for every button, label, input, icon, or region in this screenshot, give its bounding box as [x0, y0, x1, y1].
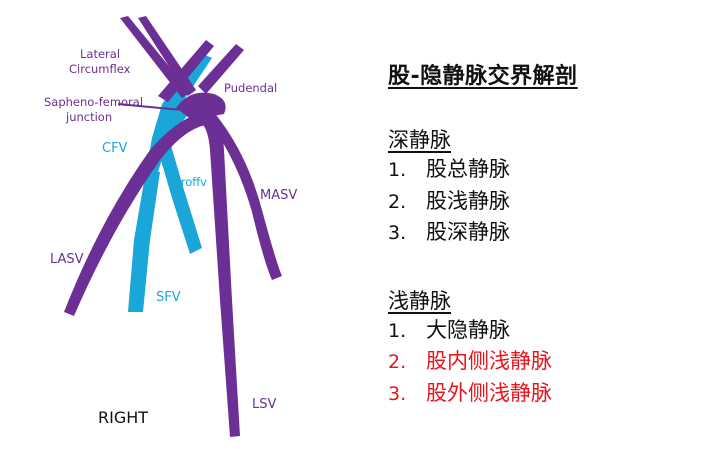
tributary-vein-3	[158, 40, 214, 102]
vein-anatomy-diagram: Lateral Circumflex Pudendal Sapheno-femo…	[44, 16, 297, 437]
sfv-vessel	[128, 170, 160, 312]
label-lateral-line2: Circumflex	[69, 62, 131, 76]
list-item: 2. 股内侧浅静脉	[388, 346, 703, 378]
list-number: 3.	[388, 222, 407, 244]
list-item: 2. 股浅静脉	[388, 186, 703, 218]
label-lsv: LSV	[252, 397, 276, 412]
label-lasv: LASV	[50, 252, 84, 267]
label-sfj-line1: Sapheno-femoral	[44, 95, 143, 109]
list-item: 1. 大隐静脉	[388, 315, 703, 347]
proffv-vessel	[158, 142, 202, 254]
list-text: 股浅静脉	[426, 188, 510, 213]
sfj-pointer-line	[117, 103, 183, 111]
list-item: 3. 股外侧浅静脉	[388, 378, 703, 410]
label-proffv: Proffv	[174, 175, 207, 189]
list-number: 3.	[388, 382, 407, 405]
label-side-right: RIGHT	[98, 408, 148, 427]
list-text: 股外侧浅静脉	[426, 380, 552, 405]
list-number: 2.	[388, 351, 407, 373]
masv-vessel	[206, 110, 282, 280]
list-text: 大隐静脉	[426, 317, 510, 342]
list-text: 股内侧浅静脉	[426, 349, 552, 373]
superficial-veins	[64, 16, 282, 437]
label-masv: MASV	[260, 188, 297, 203]
notes-panel: 股-隐静脉交界解剖 深静脉 1. 股总静脉 2. 股浅静脉 3. 股深静脉 浅静脉 1…	[388, 58, 703, 409]
list-item: 1. 股总静脉	[388, 154, 703, 186]
label-sfj-line2: junction	[65, 110, 112, 124]
list-text: 股深静脉	[426, 220, 510, 244]
list-number: 1.	[388, 319, 407, 342]
label-cfv: CFV	[102, 141, 128, 156]
lsv-vessel	[196, 112, 240, 437]
list-number: 2.	[388, 190, 407, 213]
label-sfv: SFV	[156, 290, 181, 305]
list-item: 3. 股深静脉	[388, 217, 703, 249]
page-title: 股-隐静脉交界解剖	[388, 64, 578, 89]
section-heading-deep: 深静脉	[388, 128, 451, 152]
label-lateral-line1: Lateral	[80, 47, 120, 61]
tributary-vein-1	[120, 16, 190, 98]
label-pudendal: Pudendal	[224, 81, 277, 95]
list-number: 1.	[388, 159, 407, 181]
lasv-vessel	[64, 111, 214, 317]
pudendal-vein	[198, 44, 244, 94]
tributary-vein-2	[138, 16, 196, 96]
section-heading-superficial: 浅静脉	[388, 288, 451, 313]
list-text: 股总静脉	[426, 157, 510, 181]
